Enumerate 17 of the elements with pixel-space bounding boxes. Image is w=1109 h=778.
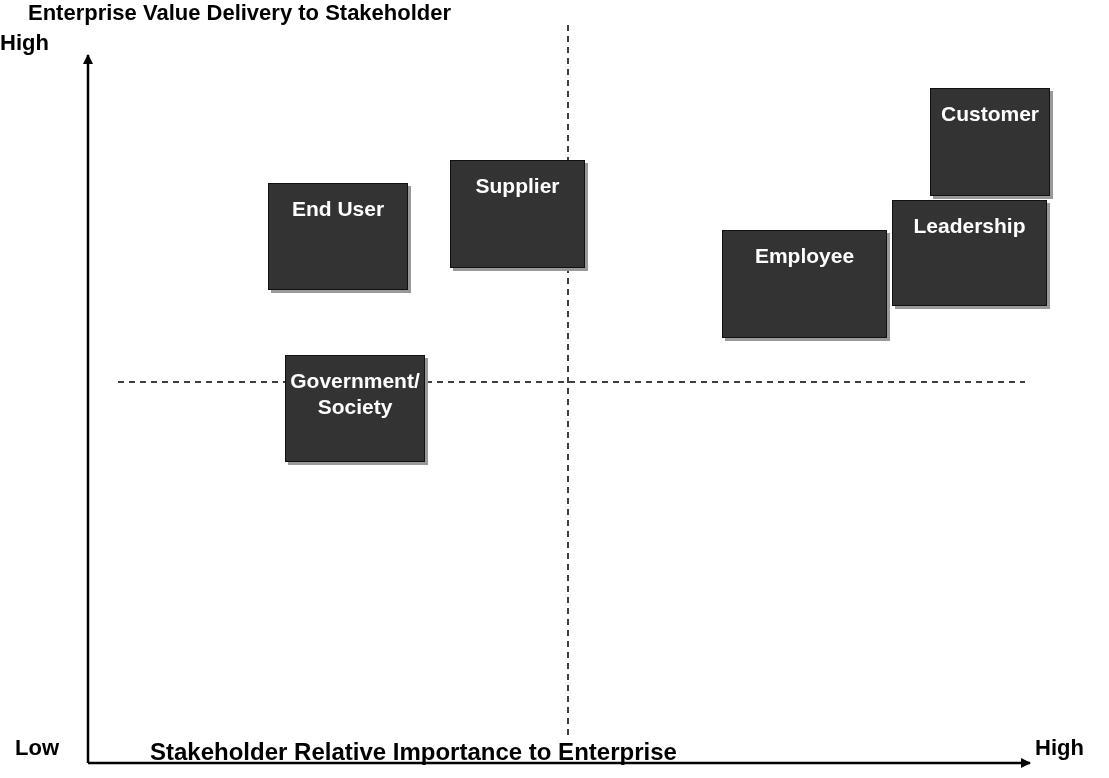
axis-title: Stakeholder Relative Importance to Enterprise xyxy=(150,738,677,766)
axis-end-label: Low xyxy=(15,735,59,761)
axis-end-label: High xyxy=(1035,735,1084,761)
stakeholder-label: Employee xyxy=(753,243,856,269)
stakeholder-box xyxy=(892,200,1047,306)
axis-end-label: High xyxy=(0,30,49,56)
stakeholder-label: Government/ Society xyxy=(289,368,421,420)
stakeholder-box xyxy=(285,355,425,462)
stakeholder-box xyxy=(450,160,585,268)
stakeholder-label: End User xyxy=(290,196,386,222)
axis-title: Enterprise Value Delivery to Stakeholder xyxy=(28,0,452,26)
stakeholder-box xyxy=(722,230,887,338)
stakeholder-box xyxy=(268,183,408,290)
stakeholder-label: Customer xyxy=(940,101,1040,127)
stakeholder-box xyxy=(930,88,1050,196)
stakeholder-label: Supplier xyxy=(474,173,561,199)
stakeholder-label: Leadership xyxy=(912,213,1027,239)
